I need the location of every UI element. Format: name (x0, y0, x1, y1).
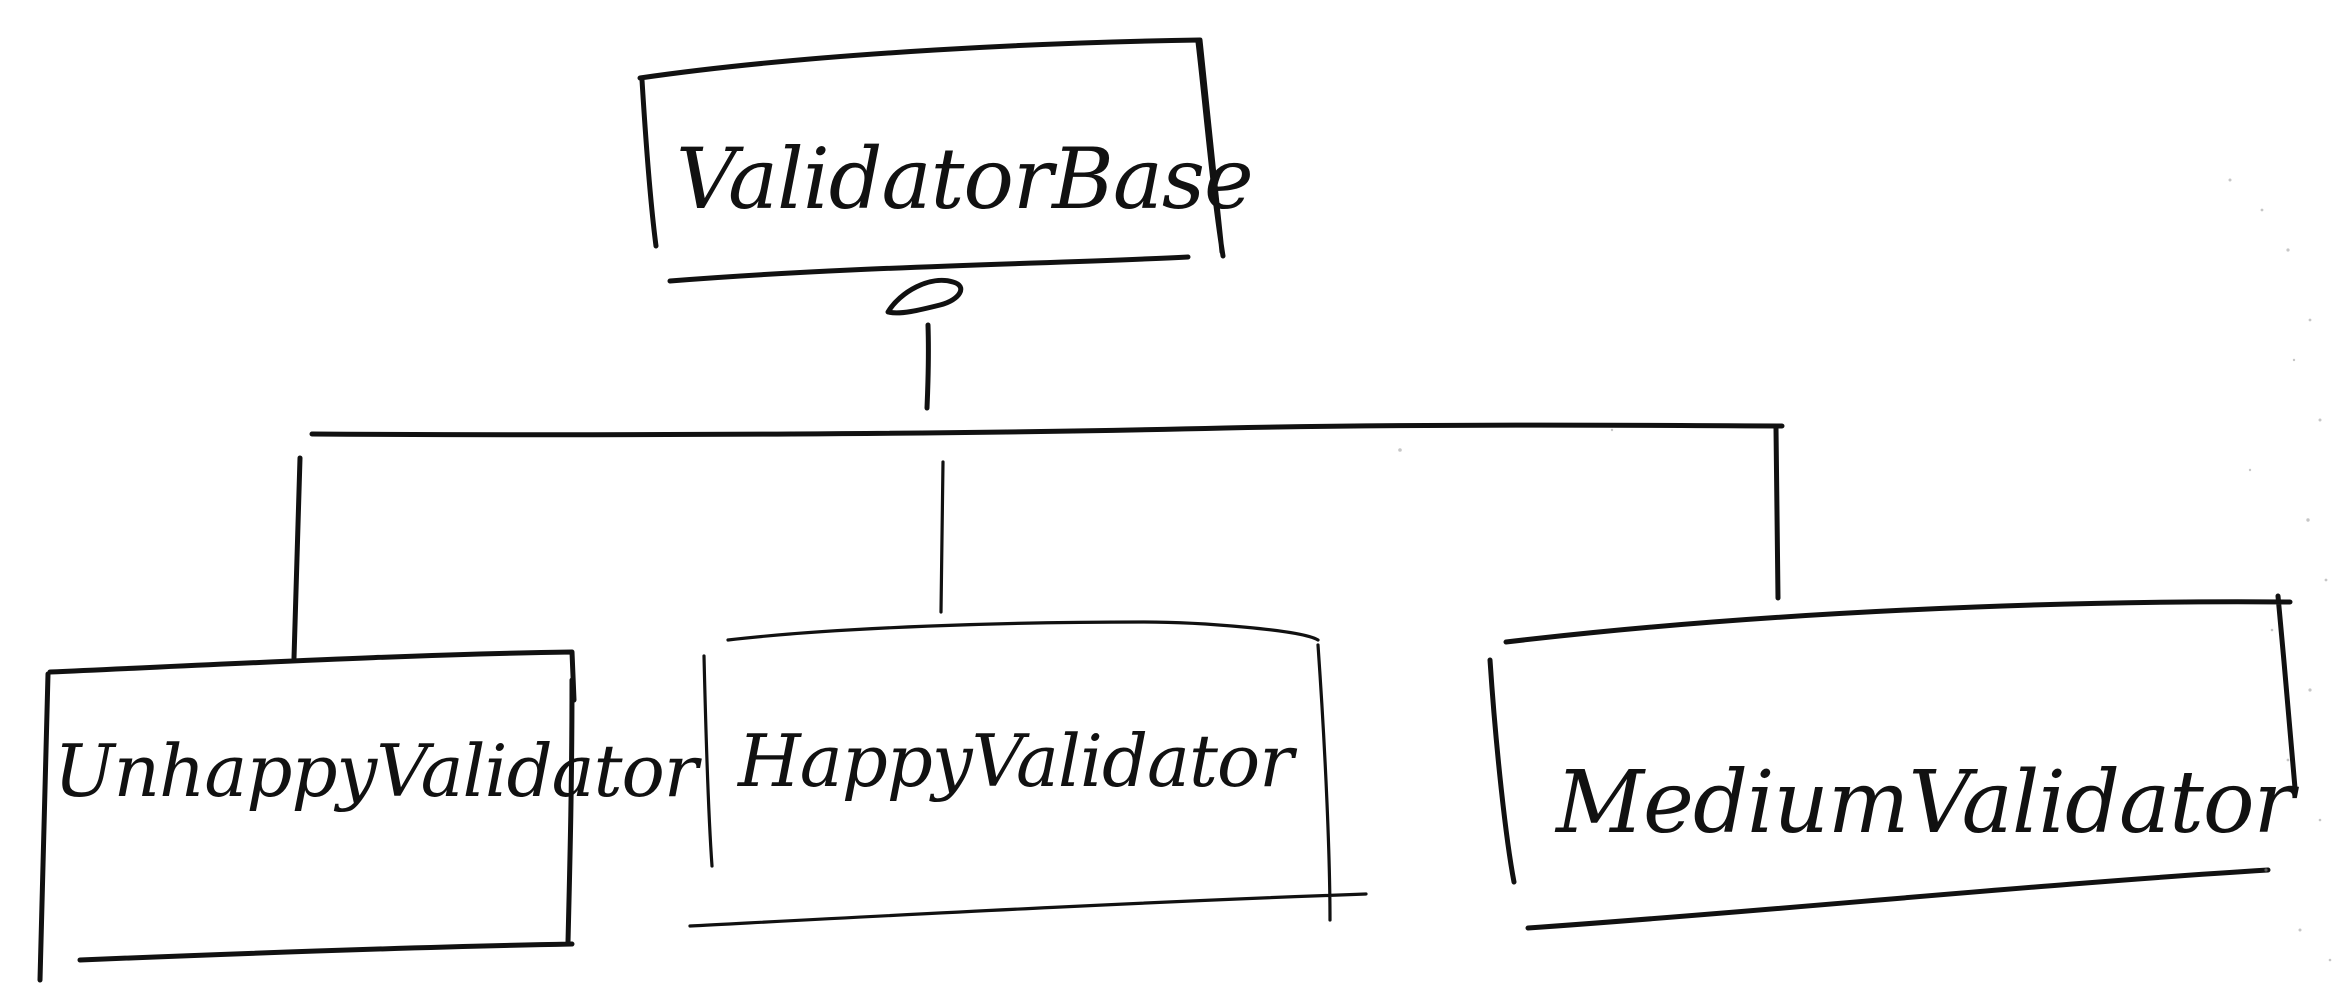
connector-middle (939, 460, 945, 614)
paper-noise (1398, 178, 2332, 962)
medium-class-label: MediumValidator (1554, 753, 2300, 853)
connector-lines (291, 422, 1785, 661)
connector-left (291, 455, 303, 661)
connector-right (1773, 425, 1781, 601)
base-class-node: ValidatorBase (637, 37, 1254, 284)
arrow-stem (924, 322, 931, 411)
child-class-node-happy: HappyValidator (688, 620, 1368, 928)
unhappy-class-label: UnhappyValidator (54, 729, 702, 813)
child-class-node-unhappy: UnhappyValidator (37, 649, 703, 983)
unhappy-class-box (37, 649, 577, 983)
happy-class-box (688, 620, 1368, 928)
child-class-node-medium: MediumValidator (1487, 593, 2301, 931)
happy-class-label: HappyValidator (736, 719, 1297, 803)
base-class-label: ValidatorBase (676, 130, 1253, 228)
base-class-box (637, 37, 1226, 284)
arrowhead-triangle-icon (885, 278, 964, 316)
horizontal-bus (309, 422, 1785, 438)
inheritance-arrow (885, 278, 964, 411)
medium-class-box (1487, 593, 2298, 931)
